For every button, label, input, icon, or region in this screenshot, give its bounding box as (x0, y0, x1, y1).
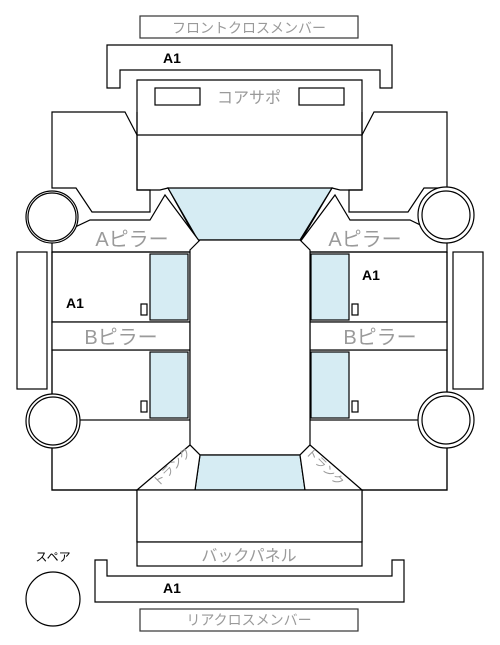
right-front-fender[interactable] (348, 111, 448, 213)
a-pillar-left-label: Aピラー (95, 229, 168, 251)
radiator-support-label: コアサポ (217, 89, 281, 107)
right-rear-glass[interactable] (310, 351, 350, 419)
rear-cross-member-bracket[interactable] (94, 559, 405, 603)
spare-label: スペア (35, 550, 70, 564)
headlight-right (298, 87, 345, 106)
door-handle-rr (351, 400, 359, 413)
roof[interactable] (189, 239, 311, 456)
door-handle-rf (351, 303, 359, 316)
left-rear-glass[interactable] (149, 351, 189, 419)
rear-window[interactable] (194, 454, 306, 491)
right-side-sill (362, 252, 448, 491)
a-pillar-right-label: Aピラー (328, 229, 401, 251)
front-cross-member-grade: A1 (163, 50, 181, 66)
b-pillar-right[interactable] (309, 321, 448, 351)
b-pillar-right-label: Bピラー (343, 327, 416, 349)
rear-cross-member-box[interactable] (139, 608, 359, 632)
left-front-glass[interactable] (149, 253, 189, 321)
door-handle-lf (140, 303, 148, 316)
spare-tire[interactable] (25, 571, 81, 627)
back-panel[interactable] (136, 541, 363, 567)
front-cross-member-label: フロントクロスメンバー (172, 20, 326, 36)
b-pillar-left-label: Bピラー (84, 327, 157, 349)
back-panel-label: バックパネル (201, 547, 296, 565)
trunk-lid[interactable] (136, 489, 363, 543)
front-cross-member-bracket[interactable] (106, 44, 393, 89)
wheel-front-left[interactable] (25, 190, 79, 244)
rear-cross-member-label: リアクロスメンバー (186, 612, 311, 628)
b-pillar-left[interactable] (51, 321, 191, 351)
headlight-left (154, 87, 201, 106)
right-front-glass[interactable] (310, 253, 350, 321)
left-side-sill (51, 252, 137, 491)
front-cross-member-box[interactable] (139, 15, 359, 39)
wheel-front-right[interactable] (417, 186, 475, 244)
wheel-rear-left[interactable] (25, 393, 81, 449)
left-front-fender[interactable] (51, 111, 151, 213)
right-side-step[interactable] (452, 251, 484, 390)
left-side-step[interactable] (16, 251, 48, 390)
rear-cross-member-grade: A1 (163, 580, 181, 596)
wheel-rear-right[interactable] (417, 391, 475, 449)
right-side-grade: A1 (362, 267, 380, 283)
door-handle-lr (140, 400, 148, 413)
left-side-grade: A1 (66, 295, 84, 311)
